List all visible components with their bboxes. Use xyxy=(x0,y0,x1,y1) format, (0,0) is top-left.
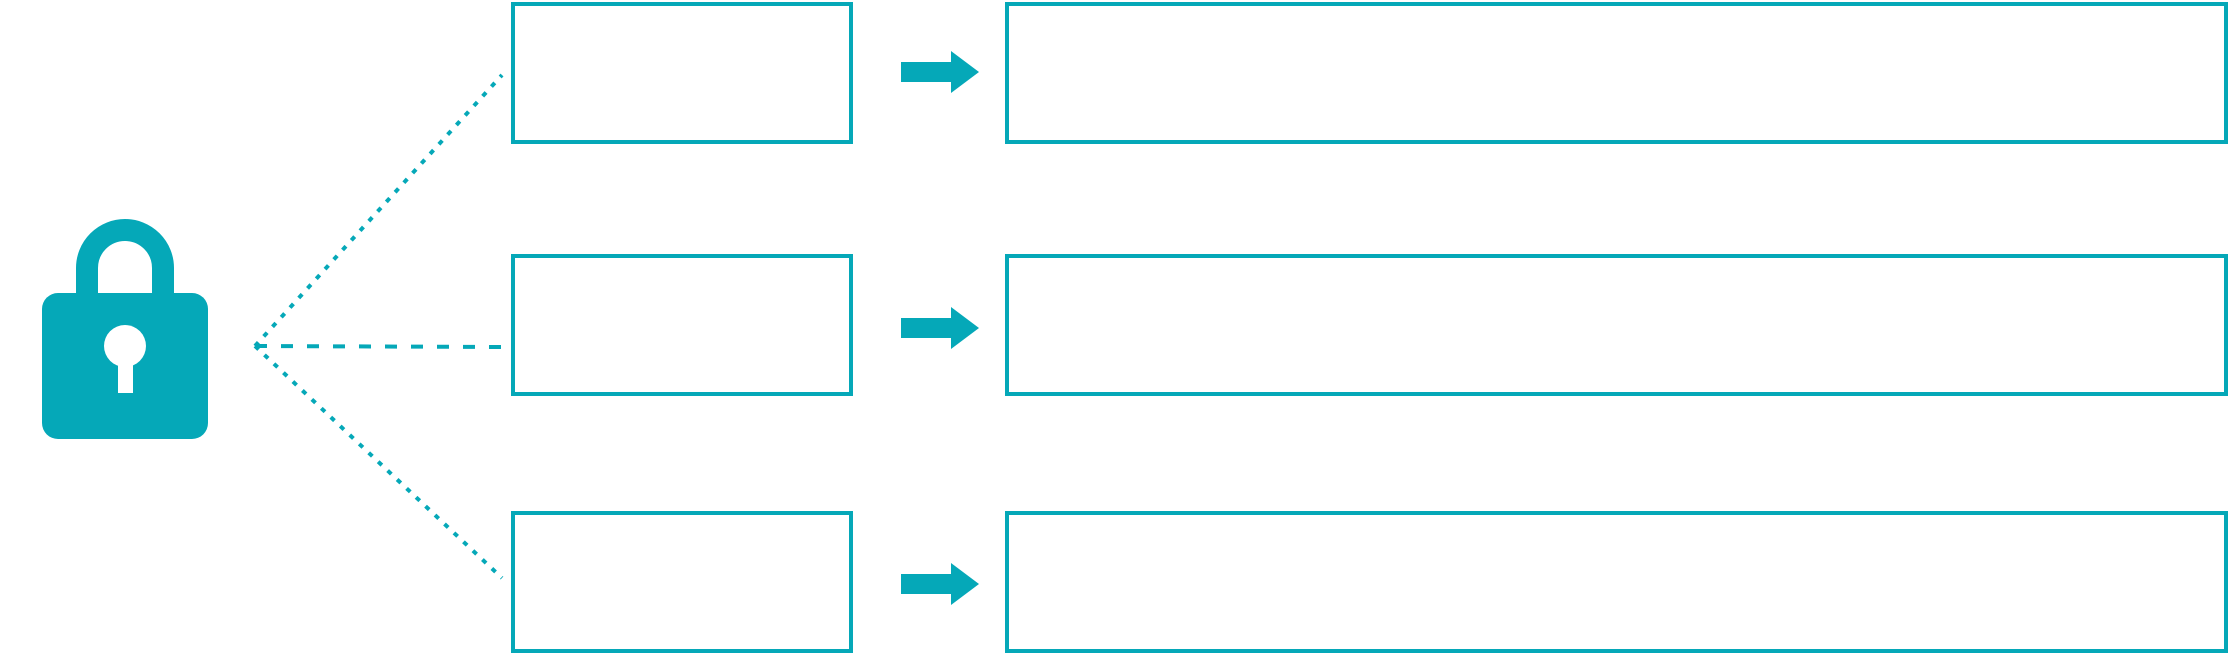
large-box xyxy=(1005,511,2228,653)
lock-shackle xyxy=(76,219,174,307)
large-box xyxy=(1005,254,2228,396)
right-arrow-shape xyxy=(901,51,979,93)
small-box xyxy=(511,511,853,653)
keyhole-circle xyxy=(104,325,146,367)
right-arrow-shape xyxy=(901,307,979,349)
connector-lines xyxy=(253,73,504,580)
connector-line-bottom xyxy=(253,344,504,580)
lock-icon xyxy=(42,219,208,439)
small-box xyxy=(511,254,853,396)
large-box xyxy=(1005,2,2228,144)
right-arrow-icon xyxy=(901,307,979,349)
right-arrow-shape xyxy=(901,563,979,605)
connector-line-top xyxy=(253,73,504,348)
connector-line-middle xyxy=(254,344,502,349)
small-box xyxy=(511,2,853,144)
right-arrow-icon xyxy=(901,563,979,605)
keyhole-stem xyxy=(118,355,133,393)
right-arrow-icon xyxy=(901,51,979,93)
